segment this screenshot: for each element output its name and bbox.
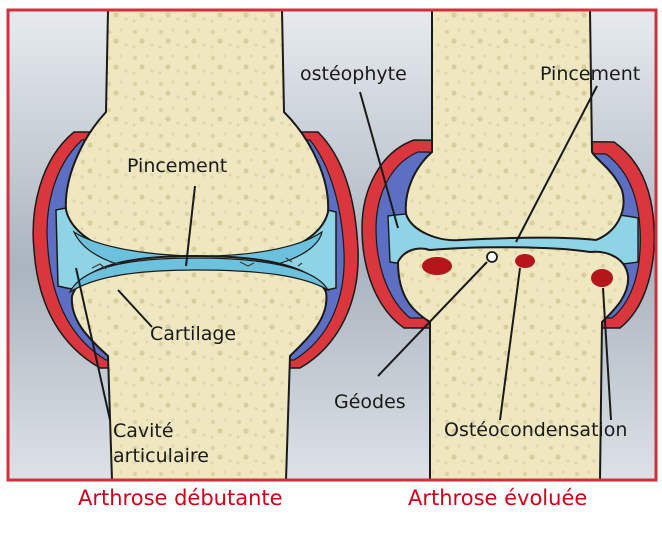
label-osteocondensation: Ostéocondensation: [444, 419, 627, 441]
caption-right: Arthrose évoluée: [408, 486, 587, 510]
label-cartilage: Cartilage: [150, 323, 236, 345]
label-pincement-left: Pincement: [127, 155, 227, 177]
label-pincement-right: Pincement: [540, 63, 640, 85]
right-upper-bone: [406, 10, 624, 240]
label-cavite-line1: Cavité: [113, 420, 174, 442]
condensation-spot-1: [422, 257, 452, 275]
condensation-spot-2: [515, 254, 535, 268]
condensation-spot-3: [591, 269, 613, 287]
caption-left: Arthrose débutante: [78, 486, 283, 510]
label-osteophyte: ostéophyte: [300, 63, 407, 85]
label-cavite-line2: articulaire: [113, 445, 209, 467]
label-geodes: Géodes: [334, 391, 406, 413]
geode-cyst: [487, 252, 497, 262]
